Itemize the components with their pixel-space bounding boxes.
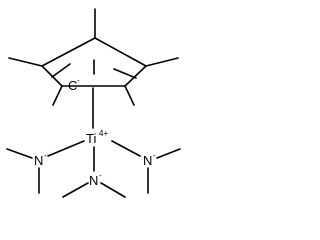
nitrogen-symbol: N — [143, 153, 152, 168]
ring-double-bond — [51, 63, 71, 78]
nitrogen-charge: - — [153, 151, 156, 160]
cyclopentadienyl-ring — [41, 37, 147, 87]
ring-carbanion-label: C - — [68, 76, 80, 93]
ring-bond — [41, 65, 63, 87]
ring-bond — [41, 37, 96, 67]
nitrogen-charge: - — [99, 171, 102, 180]
n-methyl-bond — [62, 182, 89, 198]
n-methyl-bond — [100, 182, 126, 198]
nitrogen-symbol: N — [89, 173, 98, 188]
titanium-nitrogen-bond — [111, 140, 141, 157]
methyl-bond — [8, 57, 43, 67]
amide-group-bottom: N - — [62, 171, 126, 198]
ring-carbon-charge: - — [77, 76, 80, 85]
amide-group-right: N - — [143, 148, 181, 194]
methyl-bond — [52, 85, 63, 106]
ring-methyl-groups — [8, 8, 179, 106]
titanium-symbol: Ti — [86, 131, 96, 146]
titanium-center-label: Ti 4+ — [86, 129, 108, 146]
methyl-bond — [145, 57, 179, 67]
titanium-charge: 4+ — [99, 129, 108, 138]
n-methyl-bond — [6, 148, 33, 159]
n-methyl-bond — [156, 148, 181, 159]
ring-bond — [94, 37, 147, 67]
amide-group-left: N - — [6, 148, 47, 194]
ring-double-bond — [113, 68, 137, 79]
nitrogen-symbol: N — [34, 153, 43, 168]
ring-bond — [124, 65, 147, 87]
molecule-diagram: C - Ti 4+ N - N - N - — [6, 8, 181, 198]
ring-carbon-symbol: C — [68, 78, 77, 93]
titanium-nitrogen-bond — [47, 140, 85, 157]
nitrogen-charge: - — [44, 151, 47, 160]
methyl-bond — [124, 85, 135, 106]
